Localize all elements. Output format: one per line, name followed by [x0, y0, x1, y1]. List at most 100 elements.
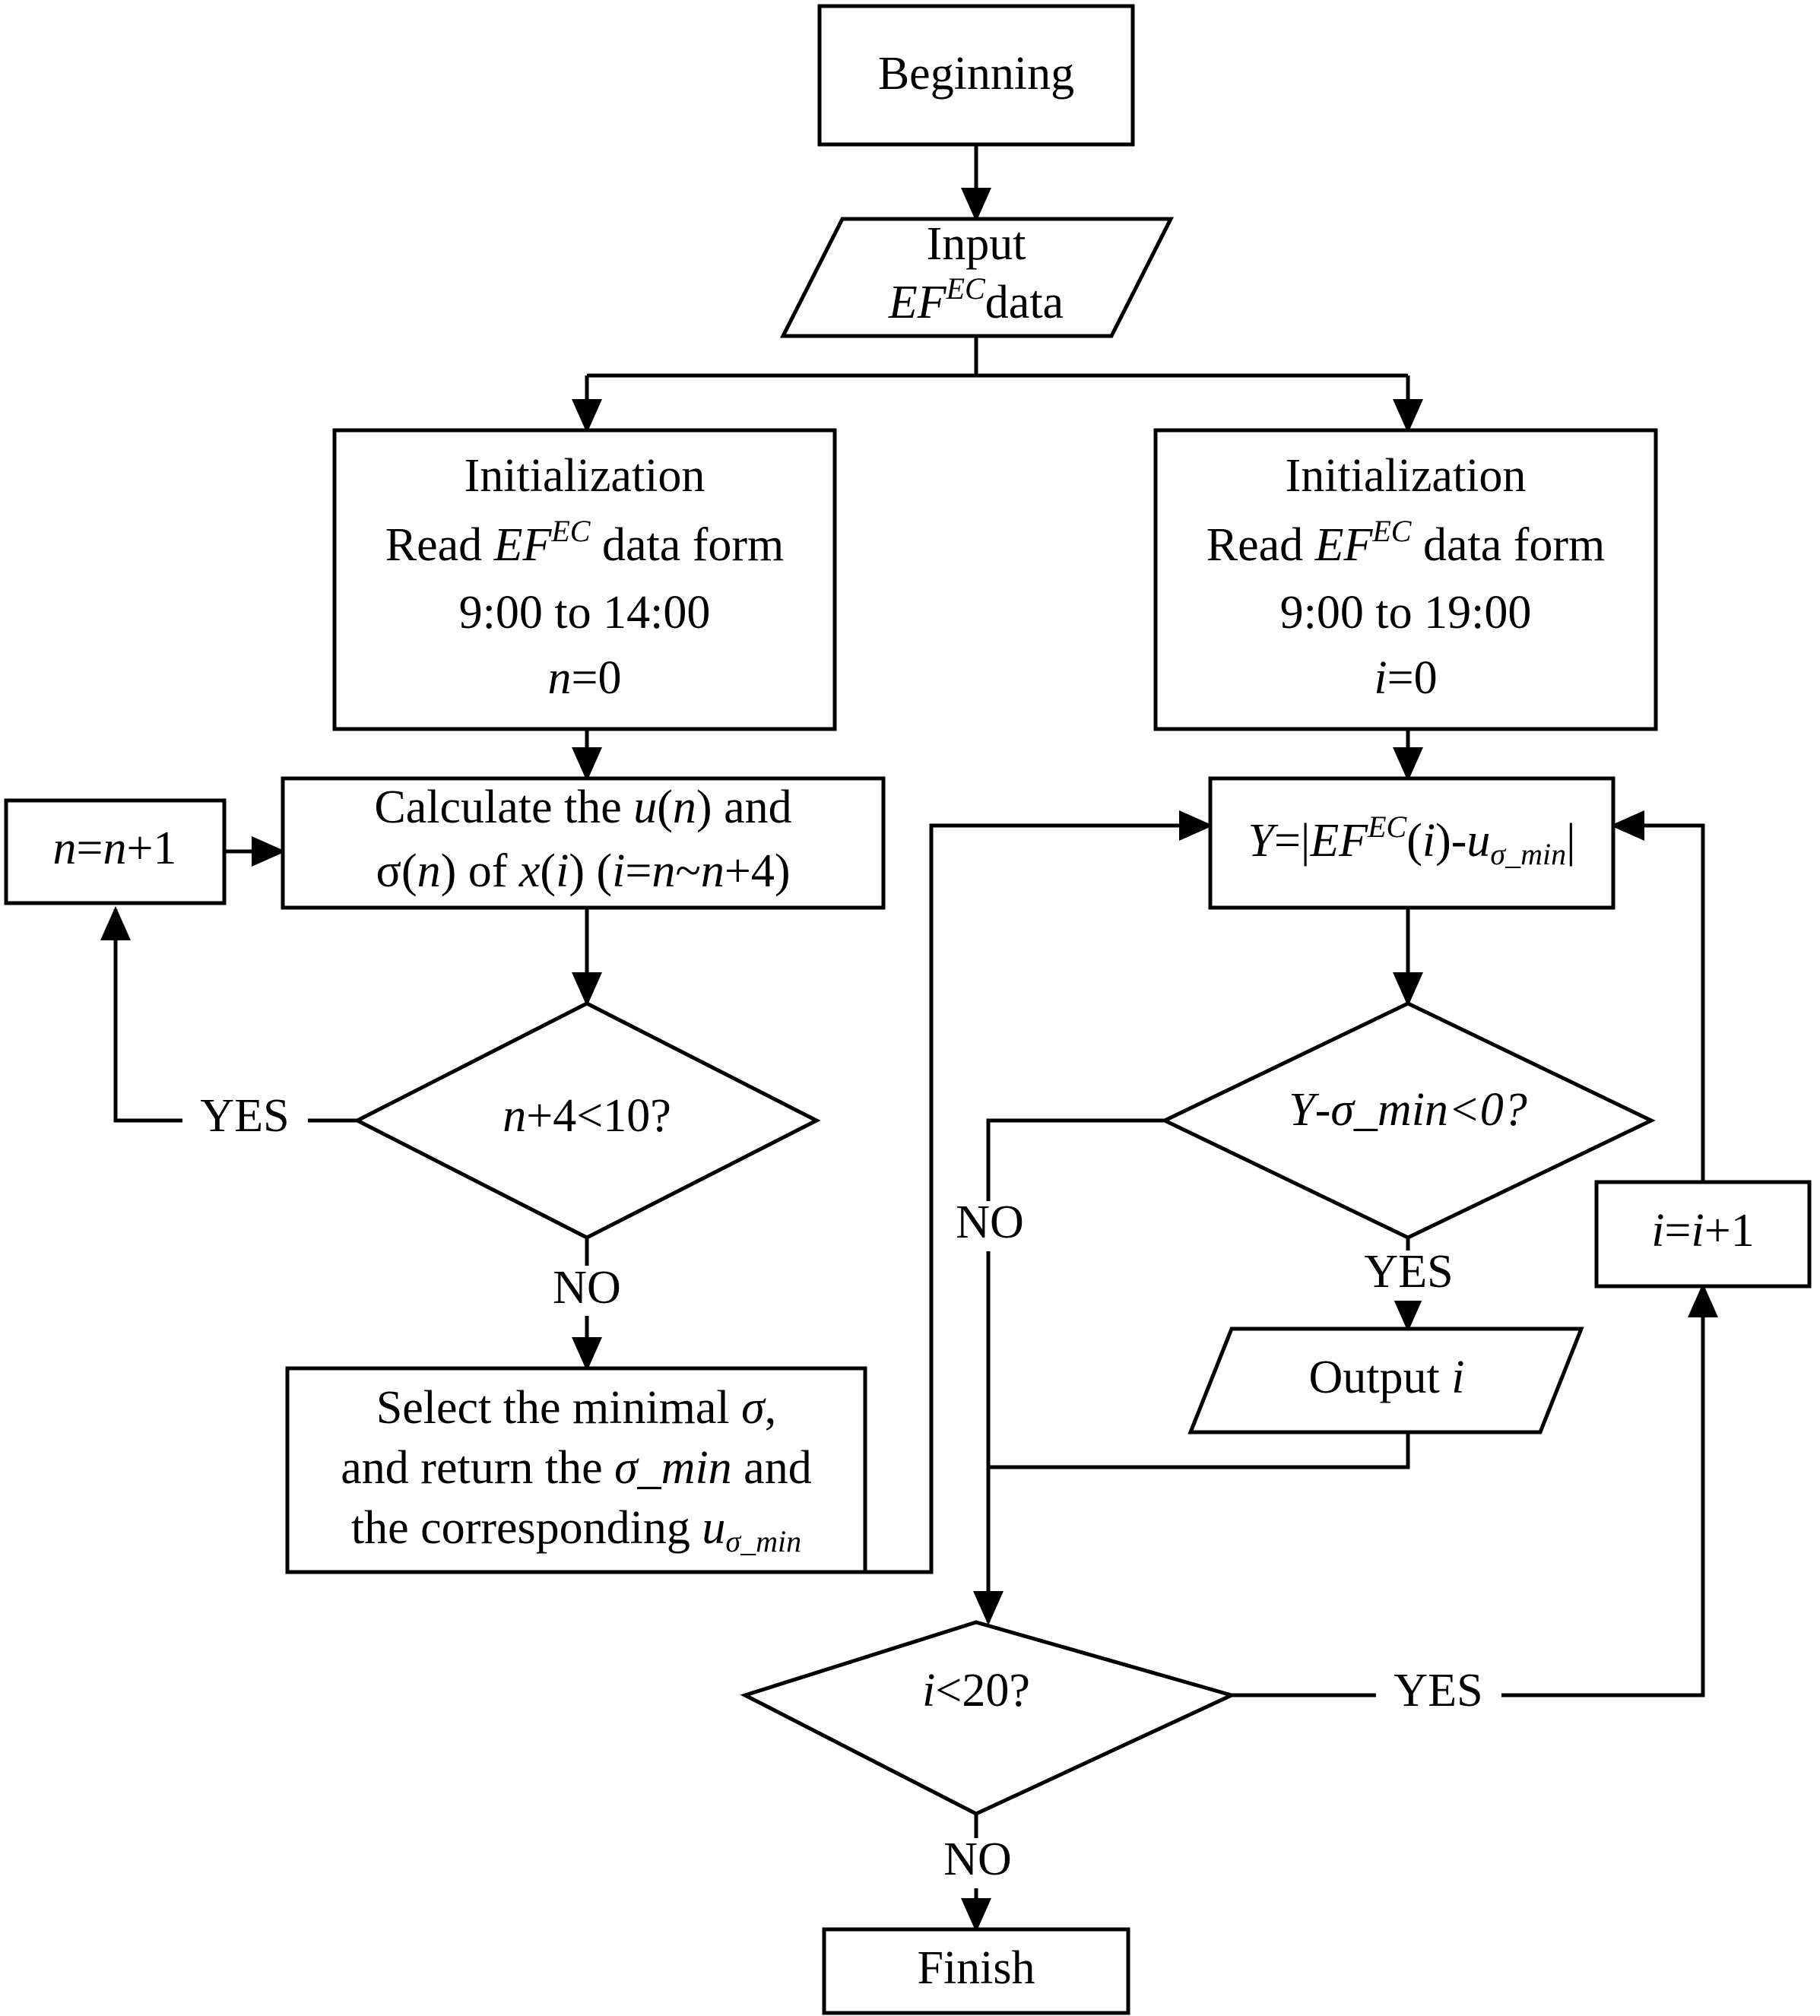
- edge-select-to-ycalc: [865, 810, 1214, 1574]
- node-i-increment[interactable]: [1594, 1180, 1812, 1289]
- edge-label-no-left-down: NO: [553, 1262, 621, 1314]
- node-calculate-line2: σ(n) of x(i) (i=n~n+4): [376, 845, 791, 897]
- node-i-increment-tail: +1: [1704, 1205, 1755, 1257]
- node-decision-i-tail: <20?: [935, 1665, 1029, 1716]
- label-bg-yes-left: [182, 1095, 308, 1145]
- node-y-calc-bar: |: [1566, 815, 1575, 867]
- node-calculate-d: ) (: [569, 845, 612, 897]
- node-y-calc-sup: EC: [1367, 810, 1407, 844]
- node-finish[interactable]: [822, 1927, 1130, 2015]
- node-init-right-line2-tail: data form: [1411, 519, 1605, 571]
- node-init-right-line2-pre: Read: [1206, 519, 1315, 571]
- node-decision-y-var2: σ_min: [1330, 1084, 1448, 1136]
- edge-output-to-trunk: [988, 1432, 1410, 1469]
- node-calculate-line1-pre: Calculate the: [374, 781, 633, 833]
- node-calculate-g: +4): [725, 845, 791, 897]
- node-i-increment-label: i=i+1: [1651, 1205, 1754, 1257]
- node-y-calc-Y: Y: [1248, 815, 1278, 867]
- node-calculate-a: (: [401, 845, 417, 897]
- node-input[interactable]: [779, 217, 1175, 338]
- node-calculate-f: ~: [675, 845, 701, 897]
- node-decision-n-label: n+4<10?: [503, 1090, 671, 1142]
- label-bg-no-mid: [934, 1201, 1046, 1251]
- node-input-var: EF: [888, 277, 947, 328]
- node-init-left-line2-tail: data form: [590, 519, 784, 571]
- node-init-right-line3: 9:00 to 19:00: [1280, 587, 1532, 639]
- node-input-line1: Input: [927, 218, 1026, 270]
- node-init-left-line4-var: n: [548, 652, 572, 704]
- node-select-min-line3-pre: the corresponding: [351, 1502, 702, 1554]
- node-input-tail: data: [985, 277, 1064, 328]
- node-output-i-label: Output i: [1309, 1352, 1465, 1403]
- node-finish-label: Finish: [917, 1942, 1035, 1994]
- node-init-right-line2-var: EF: [1314, 519, 1374, 571]
- node-calculate[interactable]: [281, 776, 886, 910]
- node-calculate-line1: Calculate the u(n) and: [374, 781, 791, 833]
- node-calculate-b: ) of: [441, 845, 519, 897]
- node-output-i-var: i: [1451, 1352, 1464, 1403]
- node-beginning[interactable]: [817, 4, 1135, 147]
- node-n-increment-var2: n: [103, 823, 127, 874]
- node-i-increment-mid: =: [1665, 1205, 1692, 1257]
- node-decision-n-tail: +4<10?: [526, 1090, 671, 1142]
- node-decision-n[interactable]: [353, 1001, 821, 1240]
- node-calculate-c: (: [540, 845, 556, 897]
- node-select-min[interactable]: [285, 1366, 867, 1574]
- node-init-left-line2-sup: EC: [550, 514, 591, 548]
- node-i-increment-var1: i: [1651, 1205, 1664, 1257]
- node-init-left-line2-var: EF: [493, 519, 553, 571]
- node-init-left-line2-pre: Read: [385, 519, 494, 571]
- node-decision-i-var: i: [922, 1665, 935, 1716]
- node-init-right-line4-tail: =0: [1387, 652, 1438, 704]
- node-select-min-line2-tail: and: [732, 1442, 812, 1494]
- node-init-left-line3: 9:00 to 14:00: [459, 587, 711, 639]
- node-init-right-line4-var: i: [1374, 652, 1387, 704]
- node-input-sup: EC: [946, 271, 986, 306]
- node-select-min-sigma: σ: [741, 1382, 766, 1434]
- node-select-min-line2-pre: and return the: [341, 1442, 614, 1494]
- node-n-increment-var1: n: [53, 823, 77, 874]
- label-bg-no-bottom: [921, 1838, 1034, 1888]
- node-decision-y[interactable]: [1160, 1001, 1656, 1240]
- node-output-i-pre: Output: [1309, 1352, 1452, 1403]
- node-decision-i[interactable]: [740, 1620, 1238, 1816]
- node-init-left[interactable]: [332, 428, 837, 731]
- node-init-left-line4: n=0: [548, 652, 622, 704]
- node-n-increment-label: n=n+1: [53, 823, 177, 874]
- node-n-increment[interactable]: [4, 798, 227, 905]
- label-bg-no-left: [532, 1266, 642, 1316]
- node-calculate-e: =: [625, 845, 652, 897]
- node-calculate-i2: i: [612, 845, 625, 897]
- edge-label-no-bottom-down: NO: [943, 1834, 1012, 1885]
- node-calculate-n2: n: [652, 845, 675, 897]
- node-calculate-n: n: [417, 845, 441, 897]
- node-init-left-line2: Read EFEC data form: [385, 514, 785, 571]
- node-init-right-line2-sup: EC: [1371, 514, 1412, 548]
- node-input-line2: EFECdata: [888, 271, 1064, 328]
- node-init-right-line2: Read EFEC data form: [1206, 514, 1606, 571]
- node-select-min-line2-var: σ_min: [614, 1442, 732, 1494]
- node-decision-n-var: n: [503, 1090, 526, 1142]
- node-y-calc-EF: EF: [1309, 815, 1368, 867]
- node-y-calc-open: (: [1406, 815, 1422, 867]
- node-y-calc[interactable]: [1208, 776, 1615, 910]
- node-decision-i-label: i<20?: [922, 1665, 1030, 1716]
- node-init-right[interactable]: [1153, 428, 1658, 731]
- node-select-min-line2: and return the σ_min and: [341, 1442, 811, 1494]
- node-y-calc-close: )-: [1435, 815, 1466, 867]
- node-n-increment-tail: +1: [127, 823, 177, 874]
- node-y-calc-label: Y=|EFEC(i)-uσ_min|: [1248, 810, 1575, 871]
- node-output-i[interactable]: [1187, 1327, 1584, 1434]
- node-init-right-line4: i=0: [1374, 652, 1437, 704]
- edge-label-no-mid-down: NO: [956, 1197, 1024, 1248]
- node-select-min-line1-tail: ,: [765, 1382, 777, 1434]
- node-select-min-line3-sub: σ_min: [725, 1524, 801, 1558]
- node-y-calc-eq: =|: [1274, 815, 1310, 867]
- node-calculate-sigma: σ: [376, 845, 401, 897]
- edge-iincrement-to-ycalc: [1609, 810, 1705, 1182]
- node-decision-y-dash: -: [1315, 1084, 1331, 1136]
- node-calculate-x: x: [518, 845, 541, 897]
- node-calculate-line1-mid: (: [657, 781, 673, 833]
